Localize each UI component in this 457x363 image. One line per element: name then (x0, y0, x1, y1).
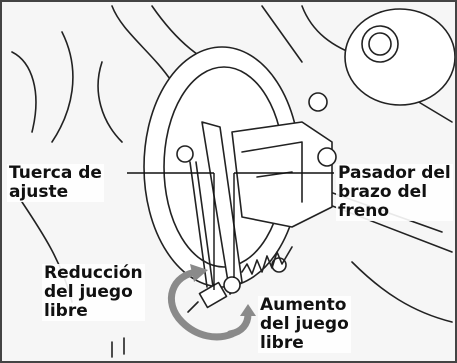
frame-line (97, 61, 123, 143)
curved-arrow-reduce-icon (168, 268, 236, 341)
frame-line (11, 51, 37, 133)
brake-arm-pin (223, 276, 241, 294)
return-spring (241, 246, 293, 275)
frame-line (261, 5, 303, 63)
nut (317, 147, 337, 167)
label-increase-free-play-line-3: libre (260, 333, 304, 353)
frame-line (351, 261, 453, 323)
axle-cap-outer (361, 25, 399, 63)
frame-line (111, 5, 173, 83)
label-brake-arm-pin-line-3: freno (338, 201, 390, 221)
label-brake-arm-pin-line-1: Pasador del (338, 163, 451, 183)
label-reduce-free-play-line-1: Reducción (44, 263, 143, 283)
housing-detail (241, 141, 303, 203)
curved-arrow-reduce-head (190, 264, 208, 282)
rod-end (187, 301, 199, 313)
label-increase-free-play-line-2: del juego (260, 314, 349, 334)
adjusting-nut-shape (198, 281, 228, 309)
nut (176, 145, 194, 163)
label-reduce-free-play-line-3: libre (44, 301, 88, 321)
label-adjusting-nut-line-1: Tuerca de (9, 163, 102, 183)
label-brake-arm-pin: Pasador del brazo del freno (336, 164, 453, 221)
nut (308, 92, 328, 112)
axle-hub (344, 8, 455, 106)
brake-rod (189, 161, 208, 288)
label-reduce-free-play: Reducción del juego libre (42, 264, 145, 321)
brake-arm (201, 121, 243, 295)
label-increase-free-play: Aumento del juego libre (258, 296, 351, 353)
axle-cap-inner (368, 32, 392, 56)
label-increase-free-play-line-1: Aumento (260, 295, 347, 315)
brake-rod (195, 161, 214, 288)
frame-line (51, 31, 74, 143)
curved-arrow-increase-head (240, 304, 256, 316)
label-adjusting-nut: Tuerca de ajuste (7, 164, 104, 202)
label-adjusting-nut-line-2: ajuste (9, 182, 69, 202)
label-brake-arm-pin-line-2: brazo del (338, 182, 428, 202)
curved-arrow-increase-icon (226, 310, 252, 338)
brake-housing (231, 121, 333, 228)
label-reduce-free-play-line-2: del juego (44, 282, 133, 302)
